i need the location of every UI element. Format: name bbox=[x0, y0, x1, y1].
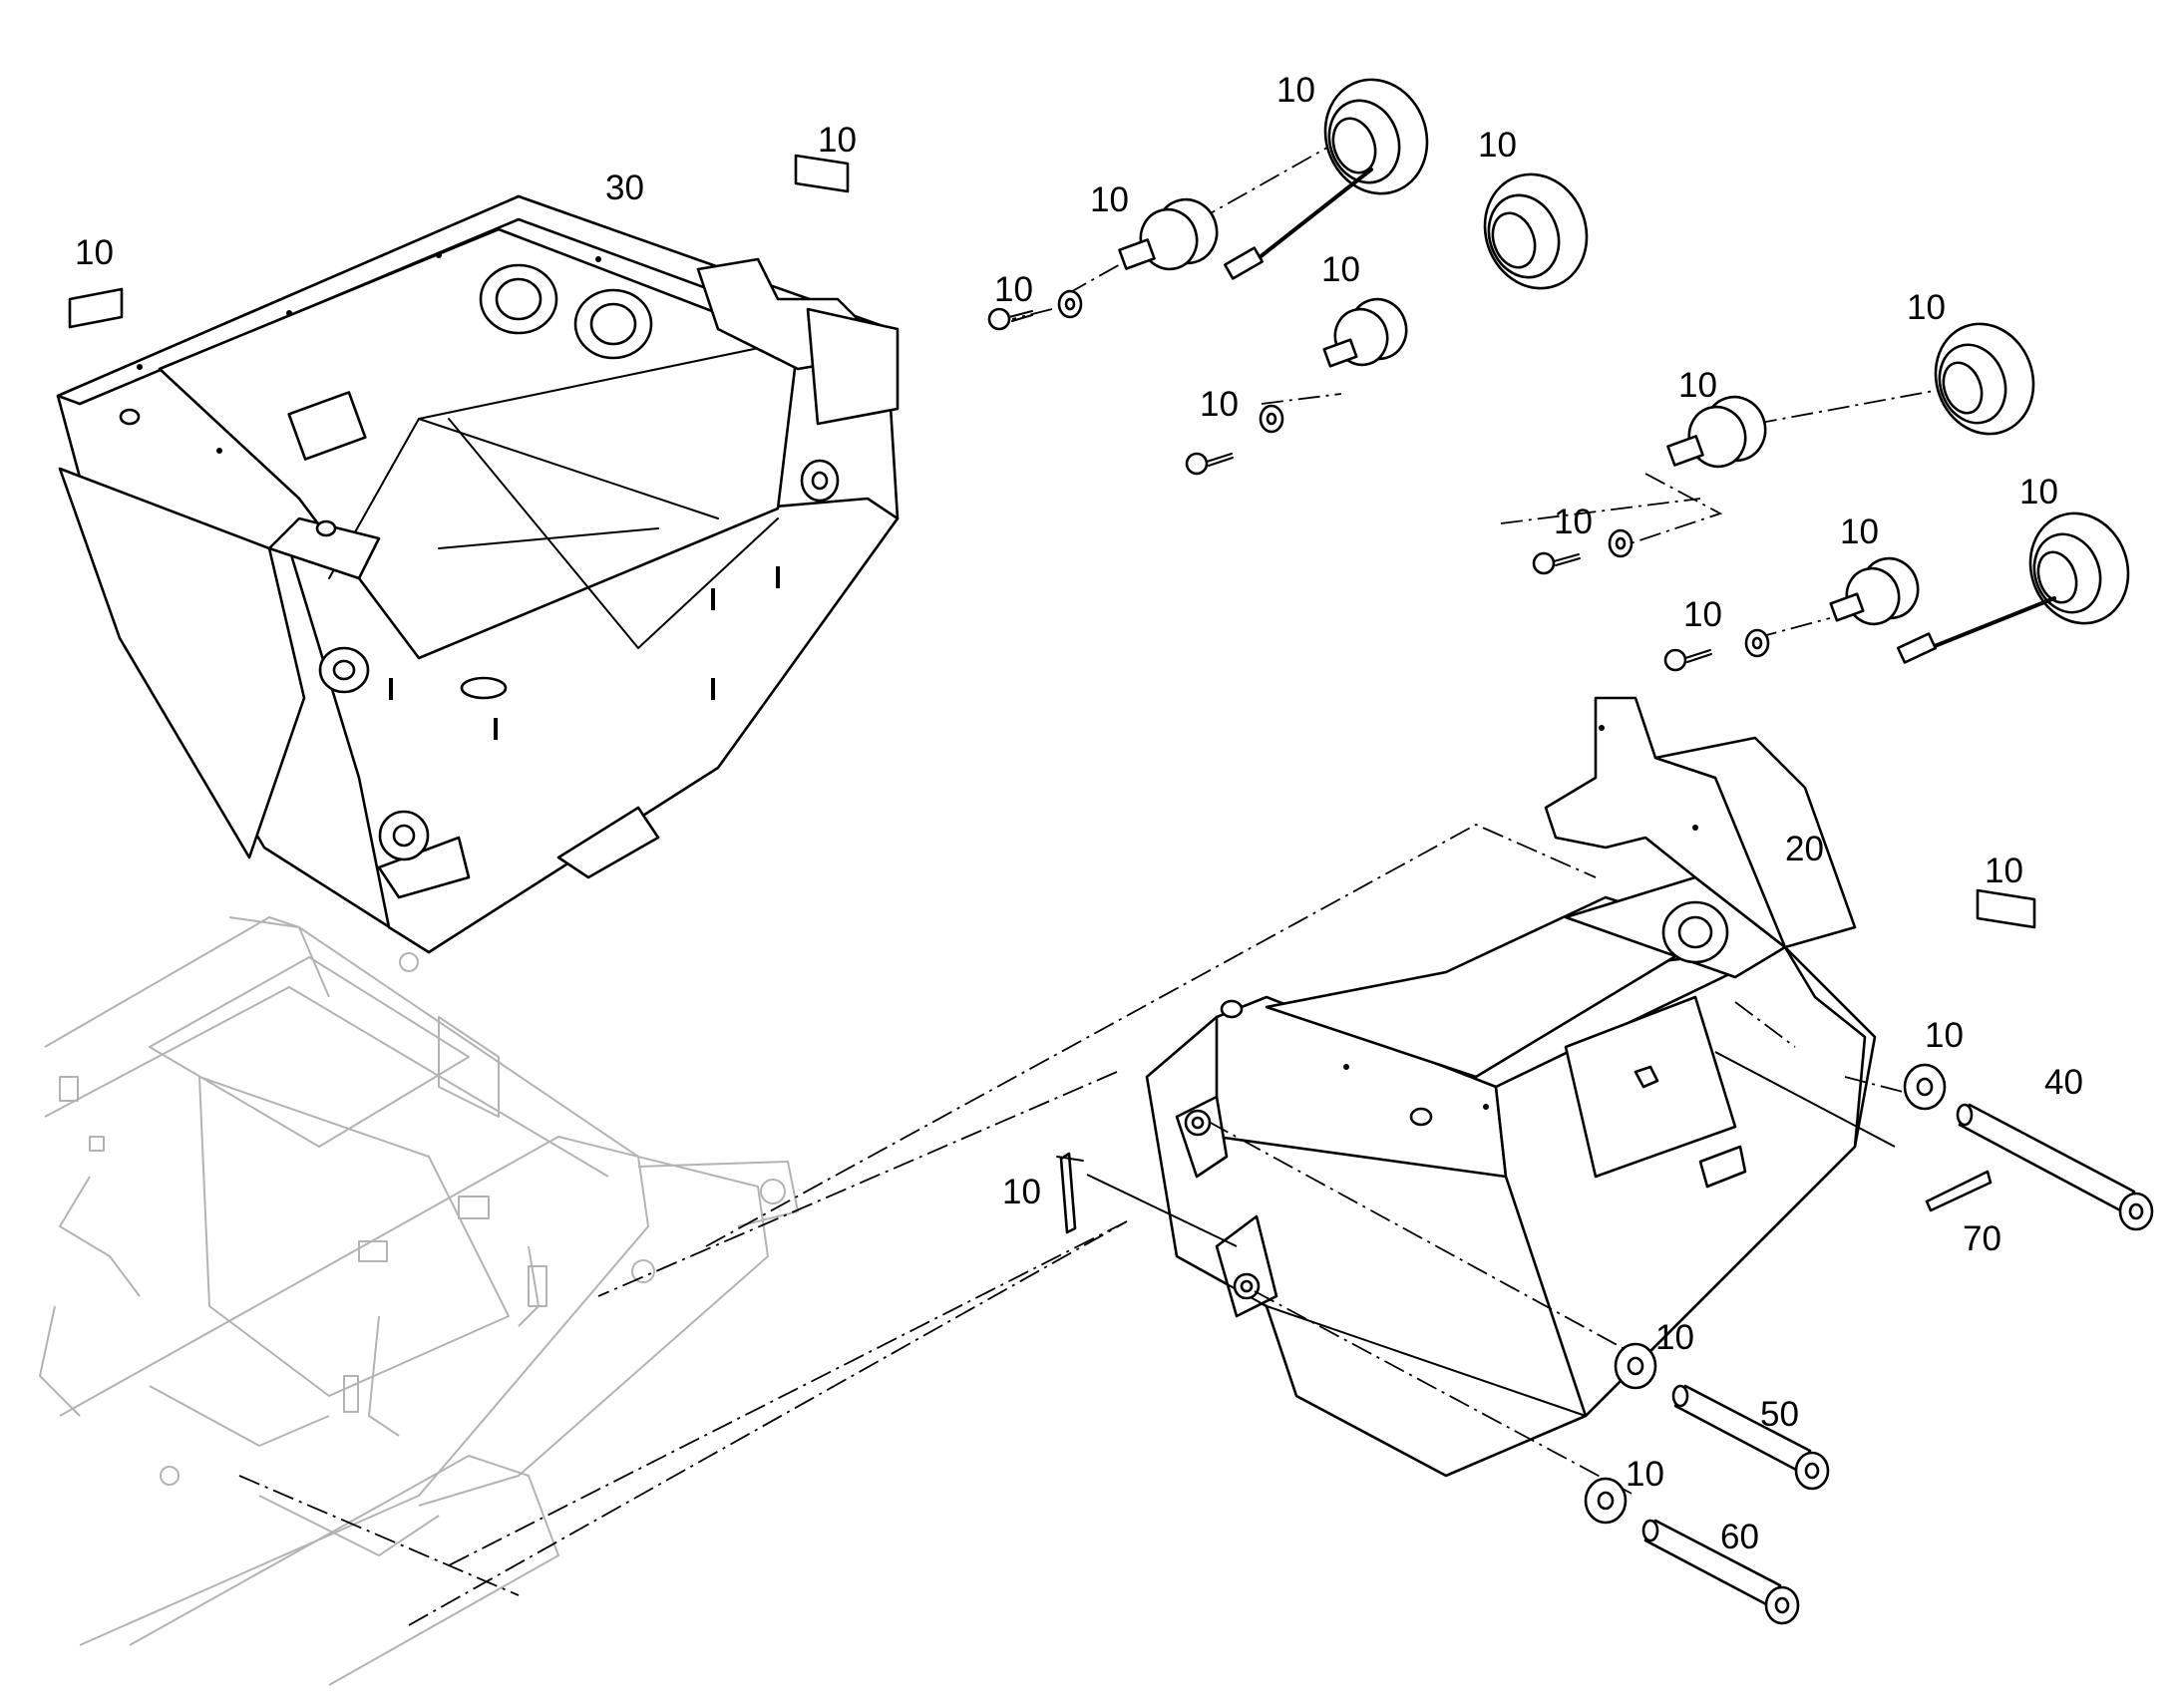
bolt-60 bbox=[1641, 1519, 1800, 1625]
chassis-frame-ghost bbox=[39, 916, 799, 1686]
lamp-ring-top bbox=[1323, 78, 1429, 195]
callout-70: 70 bbox=[1963, 1219, 2001, 1258]
washer-60 bbox=[1584, 1477, 1628, 1525]
washer-a bbox=[1057, 289, 1083, 319]
callout-screw-d: 10 bbox=[1683, 595, 1722, 634]
callout-washer-a: 10 bbox=[994, 270, 1033, 309]
screw-b bbox=[1185, 452, 1234, 476]
callout-washer-60: 10 bbox=[1626, 1455, 1664, 1494]
washer-d bbox=[1744, 628, 1770, 658]
washer-50 bbox=[1614, 1342, 1657, 1390]
callout-lamp-ring-right: 10 bbox=[1907, 288, 1946, 327]
bracket-10 bbox=[1056, 1152, 1084, 1234]
screw-a bbox=[987, 307, 1033, 331]
screw-c bbox=[1532, 551, 1581, 575]
housing-30 bbox=[56, 194, 900, 954]
callout-lamp-ring-right-lower: 10 bbox=[2019, 473, 2058, 512]
label-plate-top bbox=[794, 154, 850, 193]
lamp-socket-c bbox=[1666, 395, 1767, 469]
wire-harness-top bbox=[1223, 168, 1373, 280]
callout-screw-b: 10 bbox=[1200, 385, 1239, 424]
bolt-50 bbox=[1671, 1384, 1830, 1491]
callout-40: 40 bbox=[2044, 1063, 2083, 1102]
washer-40 bbox=[1903, 1063, 1947, 1111]
callout-label-plate-left: 10 bbox=[75, 233, 114, 272]
callout-labels: 10 10 30 10 10 10 10 10 10 10 10 10 10 1… bbox=[75, 71, 2083, 1556]
callout-lamp-socket-a: 10 bbox=[1090, 180, 1129, 219]
callout-lamp-ring-mid: 10 bbox=[1478, 126, 1517, 165]
lamp-socket-a bbox=[1118, 197, 1219, 271]
callout-washer-50: 10 bbox=[1655, 1318, 1694, 1357]
lamp-socket-b bbox=[1322, 297, 1408, 368]
callout-lamp-socket-b: 10 bbox=[1321, 250, 1360, 289]
lamp-socket-d bbox=[1829, 556, 1920, 626]
callout-washer-40: 10 bbox=[1925, 1016, 1964, 1055]
bolt-40 bbox=[1956, 1103, 2154, 1231]
label-plate-top-left bbox=[68, 287, 124, 329]
callout-bracket-10: 10 bbox=[1002, 1173, 1041, 1211]
lamp-ring-mid bbox=[1483, 172, 1589, 290]
callout-lamp-socket-d: 10 bbox=[1840, 512, 1879, 551]
lamp-ring-right-lower bbox=[2028, 512, 2130, 625]
washer-c bbox=[1608, 528, 1634, 558]
callout-60: 60 bbox=[1720, 1518, 1759, 1556]
callout-label-plate-right: 10 bbox=[1985, 852, 2023, 890]
screw-d bbox=[1663, 648, 1712, 672]
callout-20: 20 bbox=[1785, 830, 1824, 868]
callout-label-plate-top: 10 bbox=[818, 121, 857, 160]
callout-screw-c: 10 bbox=[1554, 503, 1593, 541]
callout-50: 50 bbox=[1760, 1395, 1799, 1434]
label-plate-right bbox=[1976, 888, 2036, 929]
washer-b bbox=[1259, 404, 1284, 434]
housing-20 bbox=[1145, 696, 1877, 1478]
label-strip-70 bbox=[1925, 1170, 1993, 1212]
callout-lamp-ring-top: 10 bbox=[1276, 71, 1315, 110]
lamp-ring-right bbox=[1934, 322, 2035, 436]
callout-30: 30 bbox=[605, 169, 644, 207]
callout-lamp-socket-c: 10 bbox=[1678, 366, 1717, 405]
wire-harness-right bbox=[1896, 596, 2056, 664]
